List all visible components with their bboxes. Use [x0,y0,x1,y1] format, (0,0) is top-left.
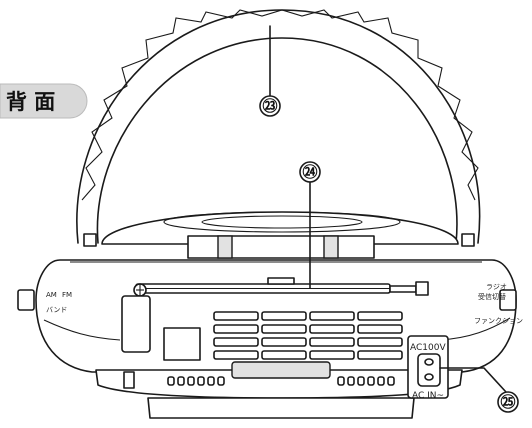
left-switch-label-band: バンド [46,306,67,314]
left-switch-label-fm: FM [62,291,72,299]
right-switch-label-function: ファンクション [474,317,523,325]
antenna [121,277,429,353]
right-switch-label-radio: ラジオ [486,283,507,291]
ac-voltage-label: AC100V [410,343,446,353]
callout-25-number: ㉕ [500,393,515,411]
carrying-handle [76,9,481,247]
callout-25: ㉕ [439,367,519,413]
bottom-vents [167,376,395,386]
callout-23-number: ㉓ [262,97,277,115]
callout-24-number: ㉔ [302,163,317,181]
view-label-tab: 背 面 [0,83,88,119]
left-switch-label-am: AM [46,291,57,299]
cd-lid [101,211,459,259]
ac-in-label: AC IN~ [412,391,444,401]
left-band-switch: AM FM バンド [17,289,72,314]
right-switch-label-select: 受信切替 [478,292,506,301]
speaker-grille [163,311,403,361]
ac-inlet-panel: AC100V AC IN~ [407,335,449,401]
callout-23: ㉓ [259,25,281,117]
right-function-switch: ラジオ 受信切替 ファンクション [474,283,523,325]
callout-24: ㉔ [299,161,321,289]
view-label: 背 面 [6,90,55,114]
